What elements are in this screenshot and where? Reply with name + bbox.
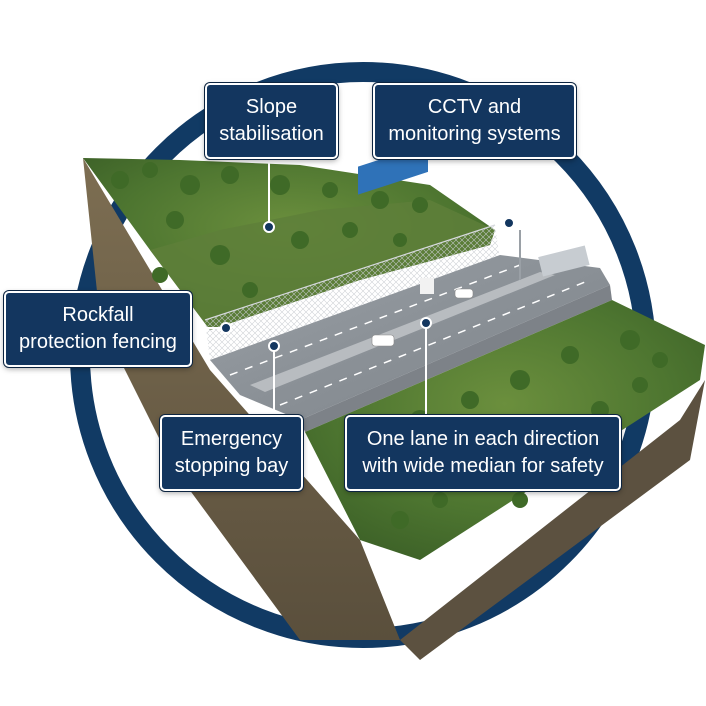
lower-slope: [150, 200, 495, 330]
callout-cctv: CCTV and monitoring systems: [373, 83, 576, 159]
callout-lane-line1: One lane in each direction: [366, 428, 600, 450]
roadside-barrier: [300, 285, 612, 432]
fence-top-edge: [204, 224, 496, 321]
truck-grey: [538, 245, 590, 277]
callout-lane-line2: with wide median for safety: [362, 455, 604, 477]
callout-slope-line2: stabilisation: [219, 123, 324, 145]
leader-dots: [220, 217, 515, 352]
callout-rockfall-line1: Rockfall: [62, 304, 134, 326]
callout-slope-stabilisation: Slope stabilisation: [205, 83, 338, 159]
callout-rockfall-fencing: Rockfall protection fencing: [4, 291, 192, 367]
truck-cab: [420, 278, 434, 294]
car-white-1: [371, 334, 395, 347]
lane-marking-upper: [229, 264, 521, 376]
callout-slope-line1: Slope: [245, 96, 298, 118]
callout-emergency-line1: Emergency: [180, 428, 283, 450]
callout-rockfall-line2: protection fencing: [19, 331, 177, 353]
road-surface: [210, 255, 610, 420]
soil-face-left: [83, 158, 400, 640]
rockfall-fence: [205, 225, 500, 360]
car-white-2: [454, 288, 474, 299]
road-median: [250, 272, 555, 392]
callout-cctv-line2: monitoring systems: [388, 123, 561, 145]
lane-marking-lower: [279, 279, 591, 406]
callout-cctv-line1: CCTV and: [427, 96, 522, 118]
callout-emergency-line2: stopping bay: [174, 455, 289, 477]
callout-emergency-bay: Emergency stopping bay: [160, 415, 303, 491]
soil-face-right: [400, 380, 705, 660]
leader-lines: [192, 158, 510, 415]
callout-one-lane: One lane in each direction with wide med…: [345, 415, 621, 491]
